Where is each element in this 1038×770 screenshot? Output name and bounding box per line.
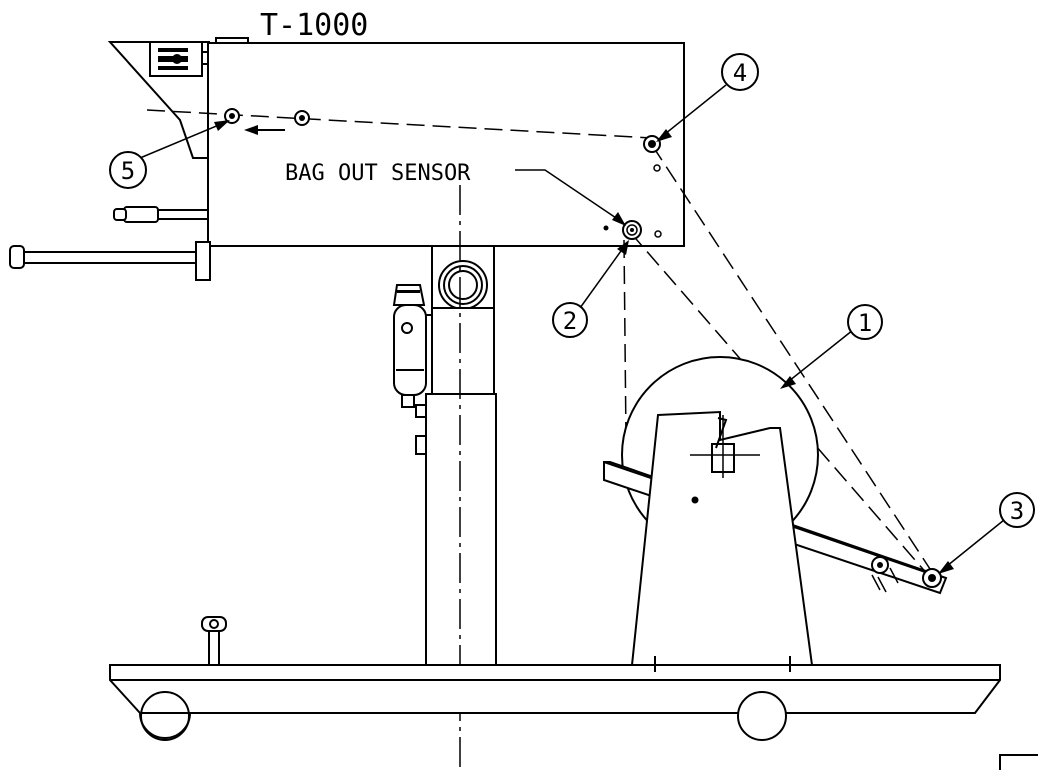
sensor-leader bbox=[515, 169, 626, 226]
machine-body bbox=[207, 42, 685, 247]
title-block-corner bbox=[999, 754, 1038, 770]
svg-text:2: 2 bbox=[563, 307, 577, 335]
callout-3: 3 bbox=[938, 492, 1035, 574]
svg-text:5: 5 bbox=[121, 157, 135, 185]
side-handle-lower bbox=[9, 241, 211, 281]
roller-exit-right bbox=[294, 110, 310, 126]
caster-left bbox=[138, 691, 192, 741]
callout-1: 1 bbox=[780, 304, 883, 389]
brake-knob bbox=[201, 616, 227, 665]
stand-column bbox=[425, 245, 497, 667]
diagram-title: T-1000 bbox=[260, 8, 368, 43]
svg-text:4: 4 bbox=[733, 59, 747, 87]
callout-2: 2 bbox=[552, 240, 629, 338]
feed-direction-arrow bbox=[244, 125, 285, 135]
callout-5: 5 bbox=[109, 120, 230, 189]
roller-exit-left bbox=[224, 108, 240, 124]
roll-holder-bracket bbox=[630, 410, 814, 672]
svg-text:3: 3 bbox=[1010, 497, 1024, 525]
callout-4: 4 bbox=[656, 53, 759, 142]
roller-top-right bbox=[643, 135, 661, 172]
bag-out-sensor-roller bbox=[603, 220, 662, 240]
caster-right bbox=[737, 691, 787, 741]
sensor-label: BAG OUT SENSOR bbox=[285, 161, 471, 186]
air-filter-regulator bbox=[392, 284, 433, 455]
side-handle-upper bbox=[113, 206, 208, 223]
svg-text:1: 1 bbox=[858, 309, 872, 337]
base-frame bbox=[109, 664, 1001, 714]
